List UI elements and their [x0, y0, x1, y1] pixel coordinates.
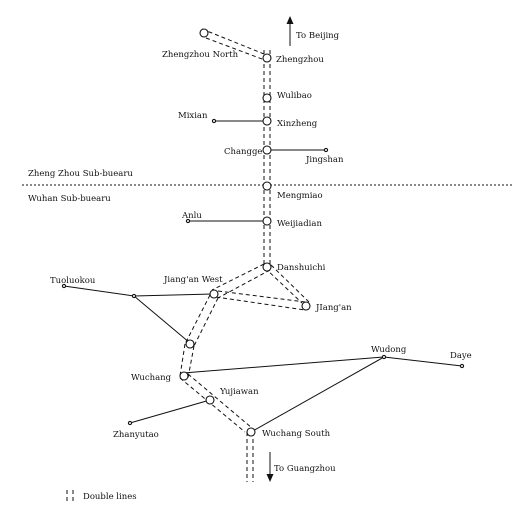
label-zhengzhou-north: Zhengzhou North — [162, 50, 239, 60]
branch-zhanyutao-yujiawan — [129, 399, 211, 424]
station-mengmiao-marker — [262, 181, 272, 191]
label-zhanyutao: Zhanyutao — [113, 430, 159, 440]
station-tuoluokou-junction-marker — [131, 293, 137, 299]
branch-tuoluokou-jiangan-west — [133, 293, 214, 297]
station-danshuichi-marker — [262, 262, 272, 272]
branch-wudong-daye — [383, 356, 463, 367]
label-changge: Changge — [224, 147, 262, 157]
terminal-dots — [61, 118, 465, 426]
label-weijiadian: Weijiadian — [277, 219, 322, 229]
legend: Double lines — [66, 490, 137, 503]
station-junction-marker — [185, 339, 195, 349]
track-danshuichi-to-jiangan — [264, 264, 310, 304]
label-mengmiao: Mengmiao — [277, 191, 323, 201]
branch-tuoluokou — [63, 285, 135, 297]
branch-wudong-wuchang-south — [250, 356, 385, 433]
track-zhengzhou-north-to-zhengzhou — [201, 28, 271, 63]
station-wuchang-marker — [179, 371, 189, 381]
station-anlu-marker — [185, 218, 191, 224]
label-wudong: Wudong — [371, 345, 407, 355]
arrow-to-beijing-icon — [286, 16, 294, 46]
station-mixian-marker — [211, 118, 217, 124]
label-mixian: Mixian — [178, 111, 208, 121]
branch-wuchang-wudong — [182, 356, 385, 374]
station-tuoluokou-marker — [61, 283, 67, 289]
station-zhanyutao-marker — [127, 420, 133, 426]
station-markers — [179, 28, 311, 437]
label-to-guangzhou: To Guangzhou — [274, 464, 336, 474]
label-zhengzhou: Zhengzhou — [276, 55, 324, 65]
track-south-to-guangzhou — [246, 432, 254, 482]
station-jiangan-marker — [301, 301, 311, 311]
station-xinzheng-marker — [262, 116, 272, 126]
station-changge-marker — [262, 145, 272, 155]
label-yujiawan: Yujiawan — [219, 387, 259, 397]
label-tuoluokou: Tuoluokou — [50, 276, 96, 286]
label-wuchang-south: Wuchang South — [262, 429, 331, 439]
label-jiangan: JIang'an — [315, 303, 352, 313]
track-jiangan-west-to-jiangan — [215, 290, 306, 311]
station-jingshan-marker — [323, 147, 329, 153]
single-line-tracks — [63, 120, 463, 433]
label-daye: Daye — [450, 351, 472, 361]
label-to-beijing: To Beijing — [296, 31, 340, 41]
label-wuhan-subbureau: Wuhan Sub-buearu — [28, 194, 111, 204]
track-danshuichi-to-jiangan-west — [211, 263, 271, 299]
station-wudong-marker — [381, 354, 387, 360]
double-line-tracks — [179, 28, 310, 482]
station-zhengzhou-marker — [262, 53, 272, 63]
station-jiangan-west-marker — [209, 289, 219, 299]
label-anlu: Anlu — [181, 211, 202, 221]
track-wuchang-to-wuchang-south — [179, 373, 253, 433]
label-wulibao: Wulibao — [277, 91, 312, 101]
station-wulibao-marker — [262, 93, 272, 103]
label-xinzheng: Xinzheng — [277, 119, 318, 129]
label-danshuichi: Danshuichi — [277, 263, 326, 273]
station-zhengzhou-north-marker — [199, 28, 209, 38]
label-jingshan: Jingshan — [305, 155, 344, 165]
legend-double-lines-label: Double lines — [83, 492, 137, 502]
station-yujiawan-marker — [205, 395, 215, 405]
branch-tuoluokou-junction — [133, 295, 191, 344]
station-wuchang-south-marker — [246, 427, 256, 437]
label-wuchang: Wuchang — [131, 373, 172, 383]
label-zhengzhou-subbureau: Zheng Zhou Sub-buearu — [28, 169, 133, 179]
track-jiangan-west-to-wuchang — [179, 294, 219, 379]
track-main-north-south — [263, 50, 271, 267]
arrow-to-guangzhou-icon — [266, 452, 274, 482]
station-weijiadian-marker — [262, 216, 272, 226]
legend-double-line-swatch — [66, 490, 74, 503]
label-jiangan-west: Jiang'an West — [163, 275, 223, 285]
station-daye-marker — [459, 363, 465, 369]
